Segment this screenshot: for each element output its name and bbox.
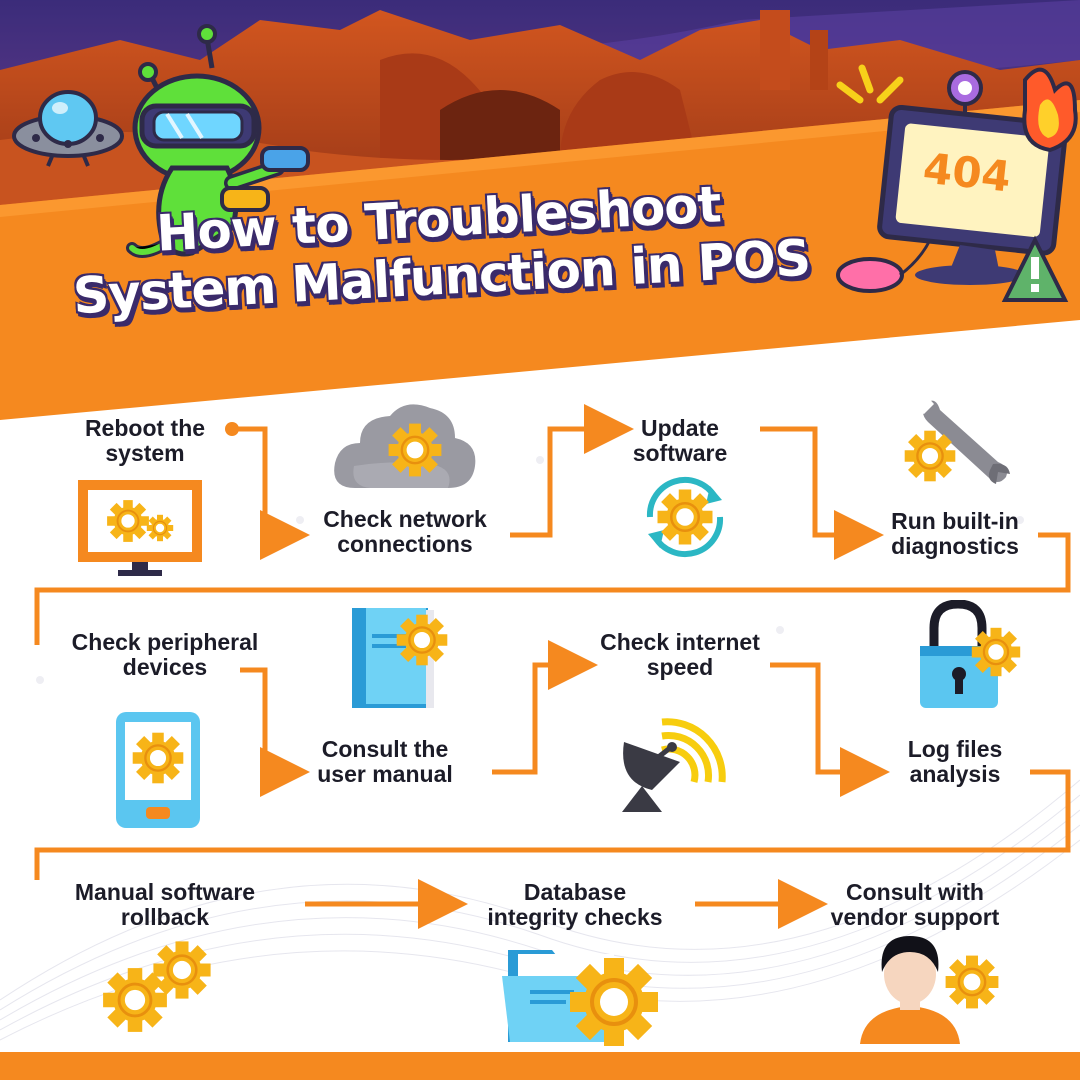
alien-character-icon xyxy=(126,24,310,258)
satellite-dish-icon xyxy=(622,718,726,812)
ufo-icon xyxy=(12,90,124,167)
step-consult-manual: Consult the user manual xyxy=(317,736,453,787)
support-person-icon xyxy=(860,936,1000,1044)
step-check-internet-speed: Check internet speed xyxy=(600,629,760,680)
header-banner: How to Troubleshoot System Malfunction i… xyxy=(0,0,1080,420)
padlock-gear-icon xyxy=(920,600,1022,708)
step-update-software: Update software xyxy=(632,415,728,466)
step-check-peripherals: Check peripheral devices xyxy=(71,629,259,680)
folder-gear-icon xyxy=(502,950,660,1048)
double-gears-icon xyxy=(101,940,212,1034)
step-log-files: Log files analysis xyxy=(907,736,1003,787)
step-reboot-system: Reboot the system xyxy=(84,415,206,466)
step-run-diagnostics: Run built-in diagnostics xyxy=(891,508,1019,559)
error-monitor-icon xyxy=(836,64,1078,302)
cloud-gear-icon xyxy=(334,404,476,488)
step-vendor-support: Consult with vendor support xyxy=(830,879,1000,930)
book-gear-icon xyxy=(352,608,449,708)
footer-bar xyxy=(0,1052,1080,1080)
monitor-gears-icon xyxy=(78,480,202,576)
tablet-gear-icon xyxy=(116,712,200,828)
step-check-network: Check network connections xyxy=(323,506,487,557)
step-manual-rollback: Manual software rollback xyxy=(74,879,256,930)
wrench-gear-icon xyxy=(903,397,1010,484)
step-database-checks: Database integrity checks xyxy=(487,879,663,930)
refresh-gear-icon xyxy=(646,476,724,558)
